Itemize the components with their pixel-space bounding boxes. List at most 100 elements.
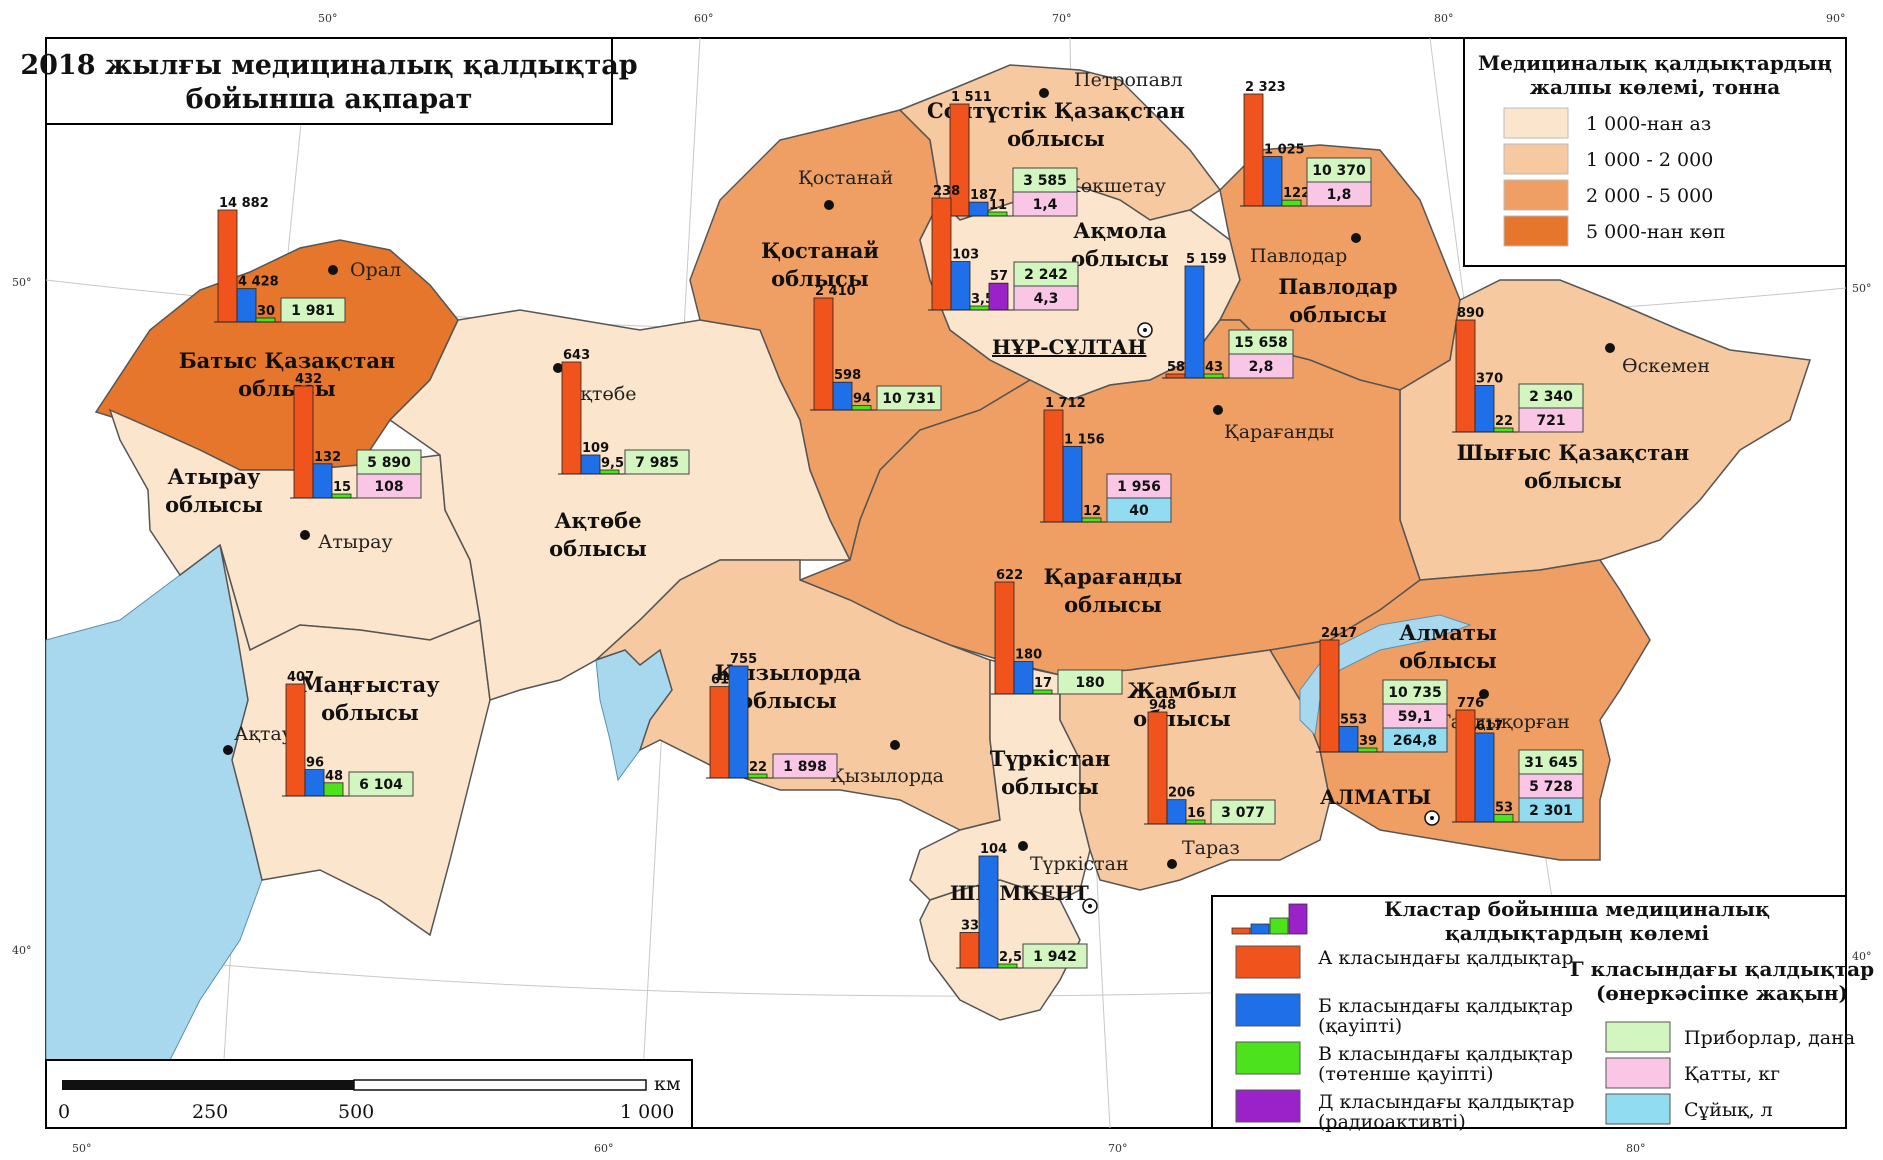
bar-value-label: 2,5	[999, 950, 1022, 965]
bar-class-b	[978, 855, 999, 969]
city-label-atyrau: Атырау	[318, 531, 393, 553]
bar-value-label: 2 410	[815, 284, 856, 299]
city-label-aktau: Ақтау	[234, 723, 293, 745]
legend-swatch	[1503, 107, 1569, 139]
city-dot	[1351, 233, 1361, 243]
legend-label: А класындағы қалдықтар	[1318, 947, 1574, 969]
bar-value-label: 890	[1457, 306, 1484, 321]
bar-value-label: 776	[1457, 696, 1484, 711]
legend-label: Қатты, кг	[1684, 1063, 1780, 1085]
bar-value-label: 2417	[1321, 626, 1357, 641]
bar-class-a	[217, 209, 238, 323]
legend-swatch	[1605, 1093, 1671, 1125]
g-class-box-pribor	[1210, 799, 1276, 825]
g-class-value: 5 728	[1529, 779, 1573, 795]
city-dot	[223, 745, 233, 755]
city-dot	[1018, 841, 1028, 851]
bar-value-label: 96	[306, 756, 324, 771]
bar-value-label: 1 025	[1264, 143, 1305, 158]
bar-value-label: 4 428	[238, 275, 279, 290]
g-class-box-solid	[356, 473, 422, 499]
graticule-label: 60°	[694, 12, 714, 25]
city-dot	[1479, 689, 1489, 699]
city-dot	[1167, 859, 1177, 869]
region-zhambyl	[1059, 649, 1331, 891]
bar-class-b	[1338, 725, 1359, 753]
g-class-box-pribor	[1382, 679, 1448, 705]
bar-value-label: 1 511	[951, 90, 992, 105]
bar-value-label: 1 712	[1045, 396, 1086, 411]
city-label-almaty-city: АЛМАТЫ	[1320, 785, 1431, 809]
bar-class-b	[1166, 799, 1187, 825]
city-dot	[300, 530, 310, 540]
city-dot	[553, 363, 563, 373]
bar-value-label: 948	[1149, 698, 1176, 713]
legend-icon-bars	[1231, 927, 1251, 935]
legend-label: 5 000-нан көп	[1586, 221, 1726, 243]
bar-class-a	[959, 932, 980, 969]
bar-class-b	[1474, 385, 1495, 433]
legend-label: Б класындағы қалдықтар(қауіпті)	[1318, 995, 1573, 1037]
bar-value-label: 598	[834, 368, 861, 383]
bar-value-label: 12	[1083, 504, 1101, 519]
bar-value-label: 370	[1476, 371, 1503, 386]
bar-value-label: 22	[1495, 414, 1513, 429]
graticule-label: 40°	[1852, 950, 1872, 963]
g-class-box-pribor	[624, 449, 690, 475]
legend-swatch	[1235, 945, 1301, 979]
g-class-box-solid	[1106, 473, 1172, 499]
g-class-value: 2 242	[1024, 267, 1068, 283]
bar-value-label: 104	[980, 842, 1007, 857]
g-class-box-pribor	[1228, 329, 1294, 355]
balkhash-lake	[1299, 614, 1472, 737]
g-class-box-pribor	[1012, 167, 1078, 193]
bar-value-label: 407	[287, 670, 314, 685]
bar-class-a	[813, 297, 834, 411]
bar-value-label: 132	[314, 450, 341, 465]
city-label-turkistan: Түркістан	[1030, 853, 1129, 875]
legend-label: В класындағы қалдықтар(төтенше қауіпті)	[1318, 1043, 1573, 1085]
bar-class-a	[1455, 709, 1476, 823]
city-label-nur-sultan: НҰР-СҰЛТАН	[992, 335, 1146, 359]
city-label-kyzylorda: Қызылорда	[830, 765, 944, 787]
bar-value-label: 94	[853, 392, 871, 407]
bar-class-b	[580, 454, 601, 475]
bar-value-label: 33	[961, 918, 979, 933]
graticule-label: 80°	[1434, 12, 1454, 25]
g-class-value: 7 985	[635, 455, 679, 471]
bar-value-label: 53	[1495, 800, 1513, 815]
bar-value-label: 11	[989, 198, 1007, 213]
g-class-value: 108	[374, 479, 403, 495]
g-class-value: 1 981	[291, 303, 335, 319]
g-class-box-solid	[1518, 773, 1584, 799]
bar-class-b	[1262, 156, 1283, 207]
bar-value-label: 622	[996, 568, 1023, 583]
bar-value-label: 187	[970, 188, 997, 203]
g-class-box-pribor	[1306, 157, 1372, 183]
g-class-box-pribor	[876, 385, 942, 411]
bar-value-label: 206	[1168, 786, 1195, 801]
city-label-aktobe: Ақтөбе	[566, 383, 637, 405]
bar-value-label: 1 156	[1064, 432, 1105, 447]
g-class-value: 2,8	[1249, 359, 1274, 375]
bar-class-b	[728, 665, 749, 779]
city-dot	[328, 265, 338, 275]
bar-value-label: 617	[1476, 719, 1503, 734]
bar-class-a	[293, 385, 314, 499]
g-class-box-solid	[1382, 703, 1448, 729]
